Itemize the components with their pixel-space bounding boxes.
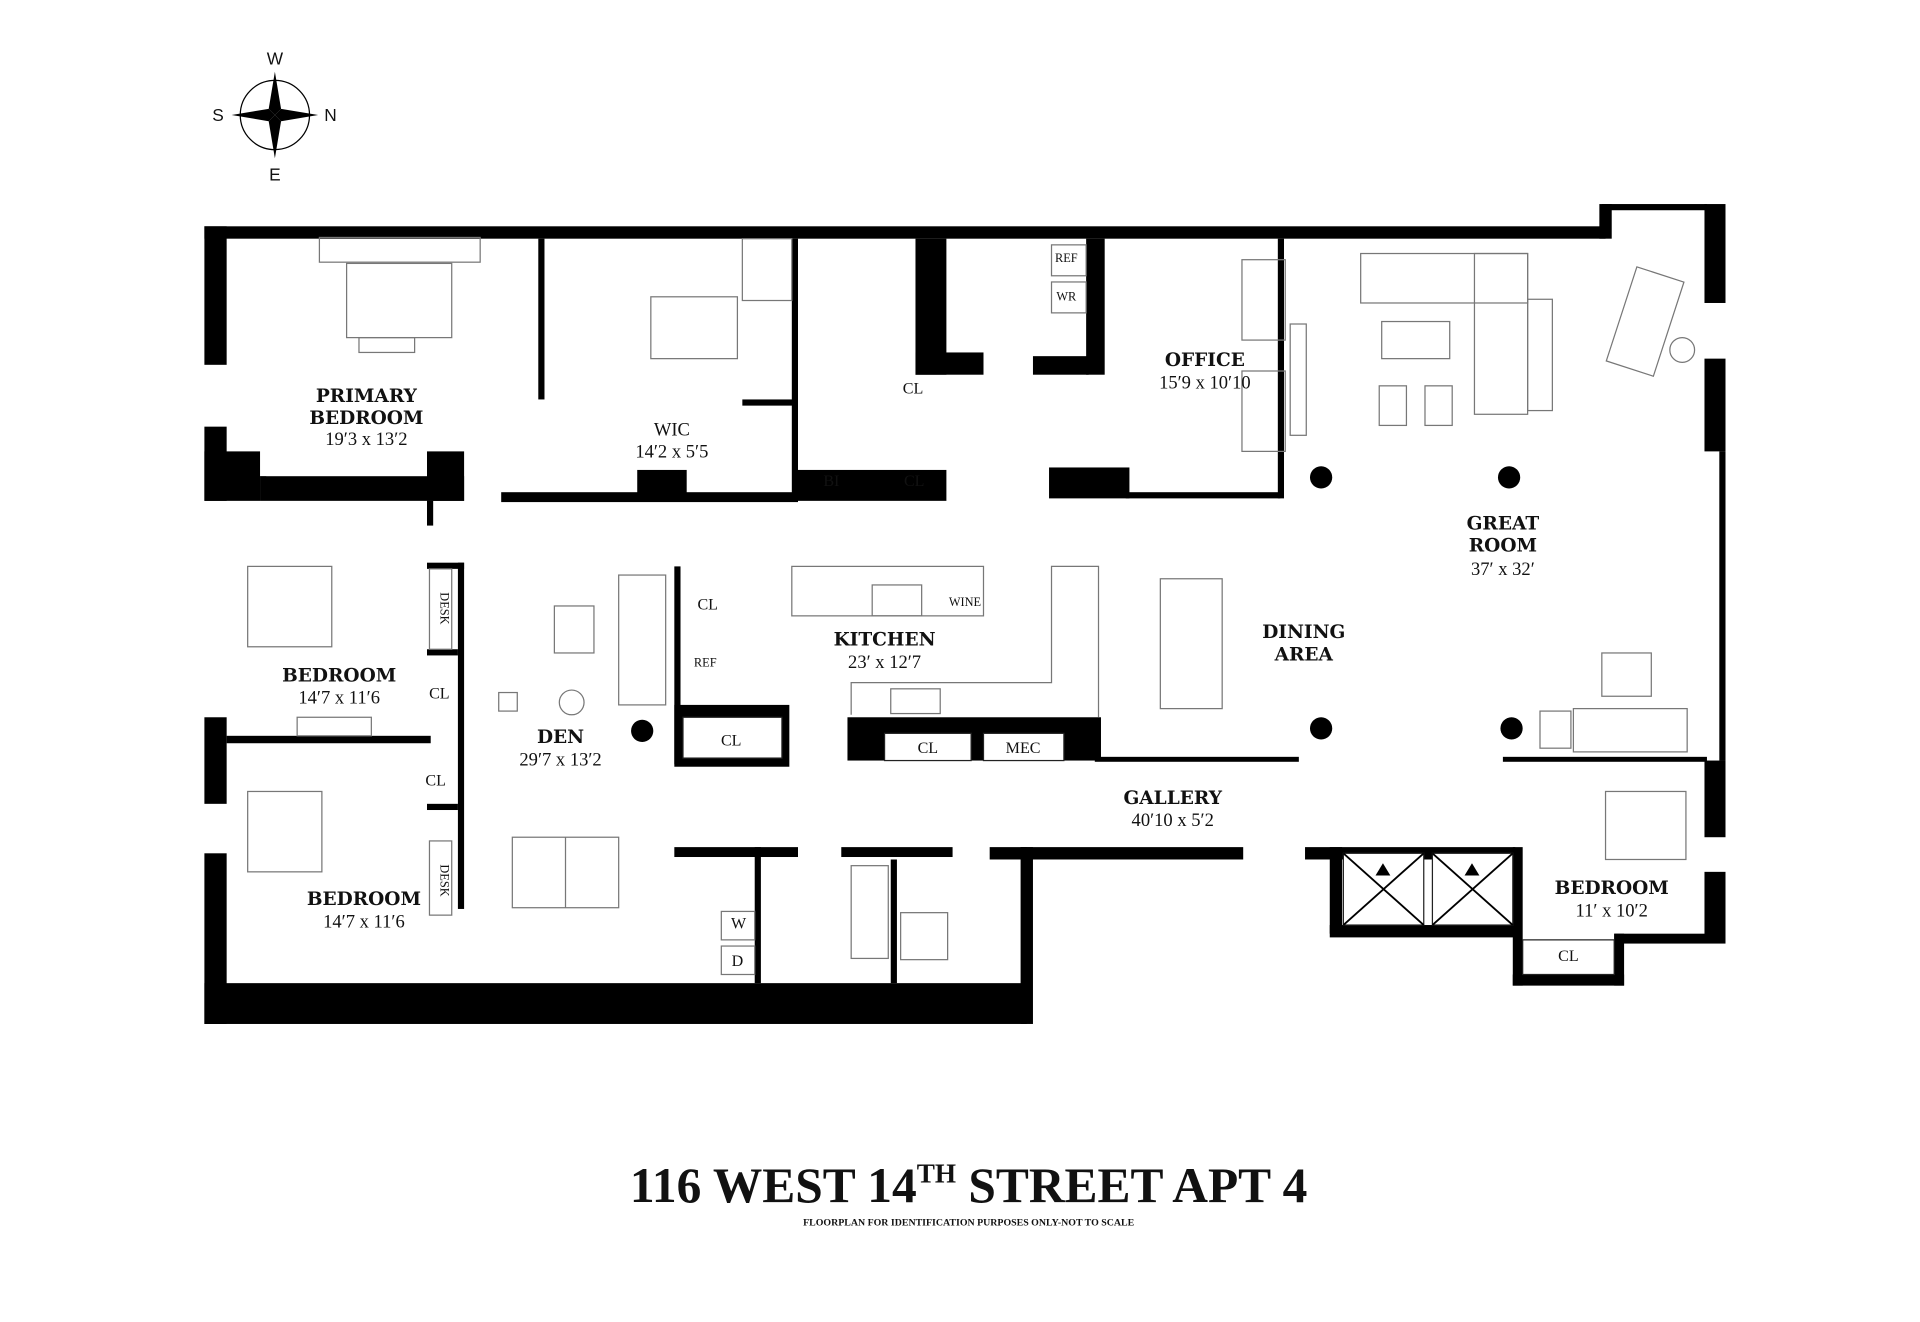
closet-label: CL <box>425 772 446 789</box>
closet-label: CL <box>904 473 925 490</box>
closet-label: CL <box>918 740 939 757</box>
address-title: 116 WEST 14TH STREET APT 4 <box>630 1158 1307 1213</box>
mec-label: MEC <box>1006 740 1041 757</box>
closet-label: CL <box>721 733 742 750</box>
primary-bedroom-dims: 19′3 x 13′2 <box>325 429 407 450</box>
office-label: OFFICE <box>1165 350 1245 371</box>
gallery-dims: 40′10 x 5′2 <box>1132 810 1214 831</box>
washer-label: W <box>731 916 747 933</box>
bedroom-3-dims: 14′7 x 11′6 <box>323 912 405 933</box>
ref-label: REF <box>694 656 717 670</box>
closet-label: CL <box>903 380 924 397</box>
gallery-label: GALLERY <box>1123 788 1222 809</box>
dryer-label: D <box>732 953 744 970</box>
compass-north: N <box>324 105 336 125</box>
disclaimer: FLOORPLAN FOR IDENTIFICATION PURPOSES ON… <box>803 1218 1134 1229</box>
bedroom-4-dims: 11′ x 10′2 <box>1576 900 1648 921</box>
closet-label: CL <box>429 686 450 703</box>
wine-label: WINE <box>949 595 981 609</box>
compass-rose-icon: W E S N <box>212 48 337 184</box>
furniture <box>247 236 1696 976</box>
great-room-dims: 37′ x 32′ <box>1471 559 1535 580</box>
den-dims: 29′7 x 13′2 <box>519 749 601 770</box>
primary-bedroom-label: PRIMARY <box>316 386 418 407</box>
closet-label: CL <box>1558 948 1579 965</box>
great-room-label-2: ROOM <box>1469 536 1537 557</box>
compass-west: W <box>267 48 284 68</box>
built-in-label: BI <box>823 473 839 490</box>
ref-label: REF <box>1055 251 1078 265</box>
room-labels: PRIMARY BEDROOM 19′3 x 13′2 WIC 14′2 x 5… <box>282 350 1669 932</box>
fixture-labels: CL BI CL REF WR WINE CL REF CL CL MEC DE… <box>425 251 1578 970</box>
dining-label: DINING <box>1262 622 1345 643</box>
den-label: DEN <box>537 727 584 748</box>
wic-label: WIC <box>654 419 690 440</box>
desk-label: DESK <box>438 592 452 624</box>
bedroom-2-label: BEDROOM <box>282 665 396 686</box>
primary-bedroom-label-2: BEDROOM <box>309 408 423 429</box>
dining-label-2: AREA <box>1274 644 1334 665</box>
bedroom-2-dims: 14′7 x 11′6 <box>298 688 380 709</box>
walls <box>204 204 1726 1024</box>
kitchen-dims: 23′ x 12′7 <box>848 652 921 673</box>
wic-dims: 14′2 x 5′5 <box>635 442 708 463</box>
bedroom-4-label: BEDROOM <box>1555 878 1669 899</box>
bedroom-3-label: BEDROOM <box>307 889 421 910</box>
compass-south: S <box>212 105 224 125</box>
great-room-label: GREAT <box>1467 513 1540 534</box>
kitchen-label: KITCHEN <box>834 630 936 651</box>
columns <box>631 466 1523 743</box>
compass-east: E <box>269 165 281 185</box>
desk-label: DESK <box>438 864 452 896</box>
closet-label: CL <box>697 597 718 614</box>
wr-label: WR <box>1056 290 1077 304</box>
office-dims: 15′9 x 10′10 <box>1159 372 1251 393</box>
